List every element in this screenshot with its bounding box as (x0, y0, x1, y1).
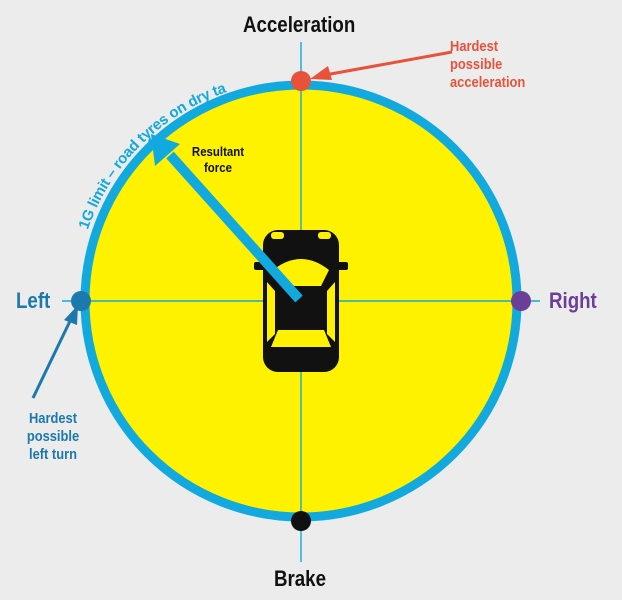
right-label: Right (549, 288, 597, 313)
left-turn-annotation: Hardest possible left turn (26, 410, 80, 463)
left-turn-pointer-arrow (31, 305, 78, 399)
right-limit-dot (511, 291, 531, 311)
acceleration-annotation: Hardest possible acceleration (450, 38, 526, 91)
left-label: Left (16, 288, 51, 313)
left-limit-dot (71, 291, 91, 311)
acceleration-pointer-arrow (310, 50, 453, 80)
resultant-force-arrow (151, 134, 303, 303)
resultant-force-annotation: Resultant force (191, 144, 245, 175)
brake-label: Brake (274, 566, 326, 591)
acceleration-label: Acceleration (243, 12, 356, 37)
car-top-view-icon (254, 230, 348, 372)
brake-limit-dot (291, 511, 311, 531)
acceleration-limit-dot (291, 71, 311, 91)
